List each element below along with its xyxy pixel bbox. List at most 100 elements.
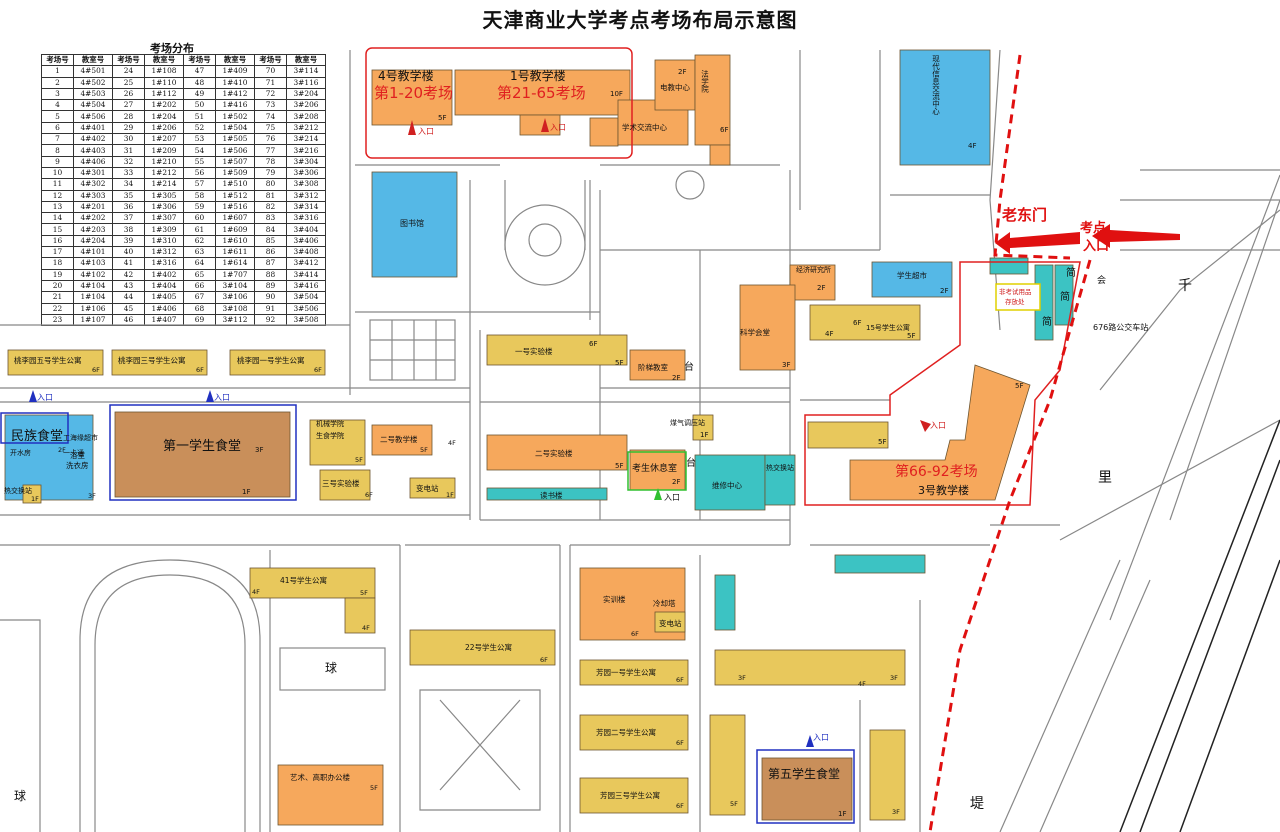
- label-entrance-canteen5: 入口: [813, 733, 829, 742]
- label-zone2: 第21-65考场: [497, 84, 586, 102]
- lab-building-3: [319, 469, 371, 501]
- label-taoli3: 桃李园三号学生公寓: [118, 355, 186, 365]
- floor-minzu-2f: 2F: [58, 446, 66, 454]
- teaching-building-2: [371, 424, 433, 456]
- floor-dorm15-5f: 5F: [907, 332, 915, 340]
- label-market2: 工海缘超市: [63, 433, 98, 442]
- label-fangyuan3: 芳园三号学生公寓: [600, 790, 660, 800]
- map-labels: 4号教学楼 1号教学楼 第1-20考场 第21-65考场 入口 入口 5F 10…: [4, 55, 1192, 818]
- road-segment: [1109, 174, 1280, 621]
- fangyuan-dorm-3: [579, 777, 689, 814]
- entrance-arrow-canteen5: [806, 735, 814, 747]
- substation-1: [409, 477, 456, 499]
- canteen-5-building: [761, 757, 853, 821]
- label-substation: 变电站: [416, 483, 439, 493]
- taoli-dorm-5: [7, 349, 104, 376]
- exam-zone-1-65: [365, 47, 633, 159]
- label-fangyuan1: 芳园一号学生公寓: [596, 667, 656, 677]
- floor-canteen1-1f: 1F: [242, 488, 250, 496]
- teaching-building-1: [454, 69, 631, 116]
- label-mech-canteen: 生食学院: [316, 431, 344, 440]
- floor-tv-2f: 2F: [678, 68, 686, 76]
- label-card: 一卡通: [63, 448, 84, 457]
- label-jian-1: 简: [1066, 266, 1076, 279]
- court-grid-lines: [370, 320, 455, 380]
- road-segment: [1099, 209, 1280, 391]
- rest-room-building: [629, 449, 686, 491]
- east-gate-building-2: [1054, 264, 1074, 326]
- label-market: 学生超市: [897, 270, 927, 280]
- label-entrance-4: 入口: [418, 127, 434, 136]
- heat-exchange-station: [764, 454, 796, 506]
- tv-center: [654, 59, 696, 111]
- rail-line: [1139, 459, 1280, 832]
- entrance-arrow-rest: [654, 488, 662, 500]
- floor-teach2-5f: 5F: [420, 446, 428, 454]
- floor-east3-3f: 3F: [892, 808, 900, 816]
- floor-dorm41-4f-b: 4F: [362, 624, 370, 632]
- floor-sci-3f: 3F: [782, 361, 790, 369]
- floor-teach2-4f: 4F: [448, 439, 456, 447]
- floor-mech-5f: 5F: [355, 456, 363, 464]
- dorm-east-2: [709, 714, 746, 816]
- floor-taoli3-6f: 6F: [196, 366, 204, 374]
- label-repair: 维修中心: [712, 480, 742, 490]
- floor-taoli5-6f: 6F: [92, 366, 100, 374]
- floor-econ-2f: 2F: [817, 284, 825, 292]
- teaching-building-1-wing: [519, 114, 561, 136]
- library-building: [371, 171, 458, 278]
- floor-lecture-2f: 2F: [672, 374, 680, 382]
- grid-courts: [369, 319, 456, 381]
- teal-strip-2: [714, 574, 736, 631]
- floor-east-5f: 5F: [878, 438, 886, 446]
- label-taoli1: 桃李园一号学生公寓: [237, 355, 305, 365]
- econ-institute: [789, 264, 836, 301]
- exam-zone-66-92: [804, 261, 1081, 506]
- route-line: [993, 54, 1071, 260]
- label-bus: 676路公交车站: [1093, 322, 1148, 332]
- running-track-inner: [94, 574, 246, 832]
- canteen-5-box: [756, 749, 855, 824]
- label-exam-entry-1: 考点: [1080, 220, 1106, 236]
- floor-lab1-5f: 5F: [615, 359, 623, 367]
- dorm-22: [409, 629, 556, 666]
- floor-substation-1f: 1F: [446, 491, 454, 499]
- floor-lab1-6f: 6F: [589, 340, 597, 348]
- road-segment: [0, 619, 41, 832]
- label-tai-1: 台: [684, 360, 694, 373]
- label-tv-center: 电教中心: [660, 82, 690, 92]
- minzu-canteen-building: [4, 414, 94, 501]
- storage-box: [995, 283, 1041, 311]
- label-info-center: 现代信息交流中心: [931, 55, 940, 116]
- label-law: 法学院: [700, 69, 709, 94]
- exam-room-table-header: 考场号教室号考场号教室号考场号教室号考场号教室号: [41, 53, 326, 67]
- art-office-building: [277, 764, 384, 826]
- label-bldg1: 1号教学楼: [510, 68, 566, 83]
- teal-strip-1: [834, 554, 926, 574]
- lab-building-1: [486, 334, 628, 366]
- road-segment: [999, 559, 1121, 832]
- label-hall: 会: [1095, 274, 1106, 285]
- road-segment: [504, 180, 586, 250]
- label-jian-2: 简: [1060, 290, 1070, 303]
- road-segment: [1039, 579, 1151, 832]
- label-jian-3: 简: [1042, 315, 1052, 328]
- map-title: 天津商业大学考点考场布局示意图: [482, 8, 798, 32]
- table-cell: 3#212: [286, 121, 326, 135]
- label-road-di: 堤: [970, 796, 984, 812]
- label-econ: 经济研究所: [796, 265, 831, 274]
- floor-east1-3f-b: 3F: [890, 674, 898, 682]
- gas-station: [692, 414, 714, 441]
- floor-dorm22-6f: 6F: [540, 656, 548, 664]
- label-gas: 煤气调压站: [670, 418, 705, 427]
- dorm-east-3: [869, 729, 906, 821]
- road-segment: [1059, 419, 1280, 541]
- dorm-41-annex: [344, 597, 376, 634]
- floor-heat2-1f: 1F: [31, 495, 39, 503]
